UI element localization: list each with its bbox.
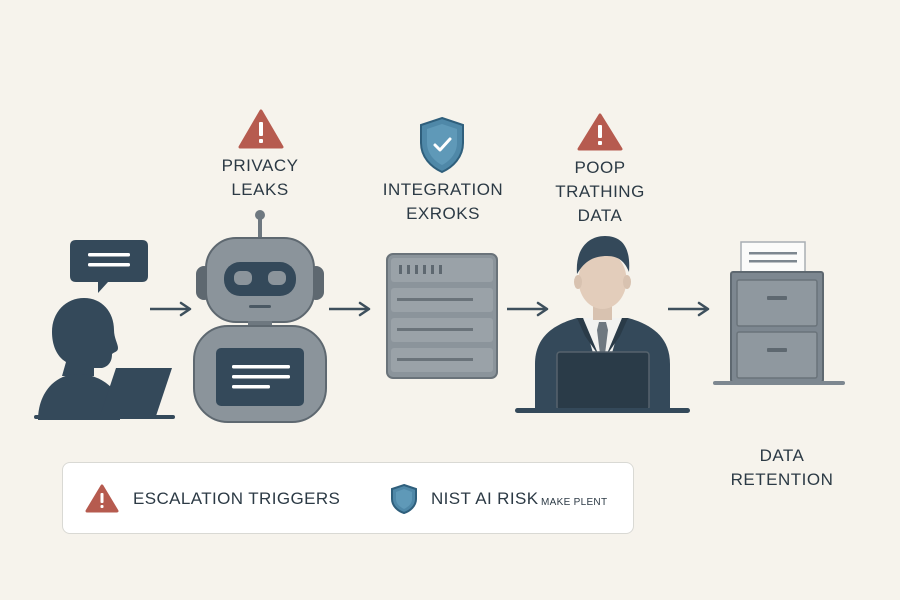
chat-bubble-icon bbox=[70, 240, 148, 293]
legend-nist-ai-risk: NIST AI RISK bbox=[431, 489, 539, 508]
warning-icon bbox=[85, 484, 119, 513]
warning-icon bbox=[238, 109, 284, 149]
robot-icon bbox=[193, 210, 327, 423]
arrow-right-icon bbox=[668, 301, 710, 317]
legend-box: ESCALATION TRIGGERS NIST AI RISK MAKE PL… bbox=[62, 462, 634, 534]
privacy-leaks-label: PRIVACY LEAKS bbox=[221, 156, 299, 199]
businessman-icon bbox=[515, 236, 690, 413]
shield-check-icon bbox=[420, 116, 464, 174]
arrow-right-icon bbox=[329, 301, 371, 317]
shield-icon bbox=[391, 483, 417, 515]
server-icon bbox=[386, 253, 498, 379]
filing-cabinet-icon bbox=[713, 241, 845, 385]
data-retention-label: DATA RETENTION bbox=[730, 446, 834, 489]
legend-make-plent: MAKE PLENT bbox=[541, 497, 608, 508]
integration-label: INTEGRATION EXROKS bbox=[382, 180, 504, 223]
warning-icon bbox=[577, 113, 623, 151]
arrow-right-icon bbox=[150, 301, 192, 317]
user-laptop-icon bbox=[34, 298, 175, 420]
poop-trathing-data-label: POOP TRATHING DATA bbox=[555, 158, 645, 225]
legend-escalation-triggers: ESCALATION TRIGGERS bbox=[133, 489, 341, 508]
arrow-right-icon bbox=[507, 301, 549, 317]
